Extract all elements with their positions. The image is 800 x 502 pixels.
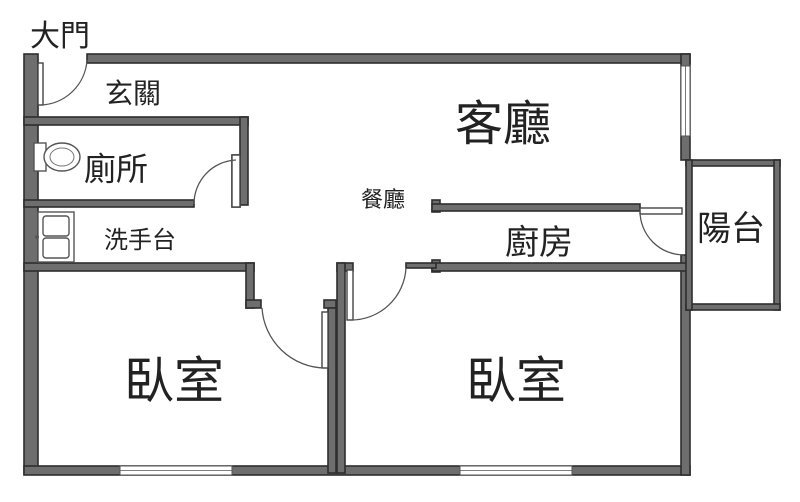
label-living-room: 客廳: [455, 96, 551, 152]
label-washbasin: 洗手台: [104, 226, 176, 254]
interior-walls: [23, 116, 688, 474]
label-dining-room: 餐廳: [361, 188, 405, 213]
doors: [37, 59, 685, 369]
label-toilet: 廁所: [84, 150, 148, 188]
toilet-door-leaf: [231, 154, 241, 208]
entrance-door-leaf: [37, 62, 44, 106]
label-bedroom-right: 臥室: [466, 352, 566, 410]
balcony-walls: [685, 159, 781, 311]
label-balcony: 陽台: [697, 209, 765, 249]
bedroom-right-door-leaf: [346, 269, 354, 321]
label-entrance-door: 大門: [30, 19, 90, 54]
label-bedroom-left: 臥室: [124, 352, 224, 410]
balcony-door-leaf: [639, 207, 683, 215]
label-kitchen: 廚房: [505, 223, 573, 263]
bedroom-left-door-leaf: [321, 311, 329, 369]
sink-fixture: [35, 211, 75, 263]
toilet-fixture: [33, 142, 81, 172]
windows: [119, 65, 691, 476]
label-foyer: 玄關: [105, 77, 161, 110]
